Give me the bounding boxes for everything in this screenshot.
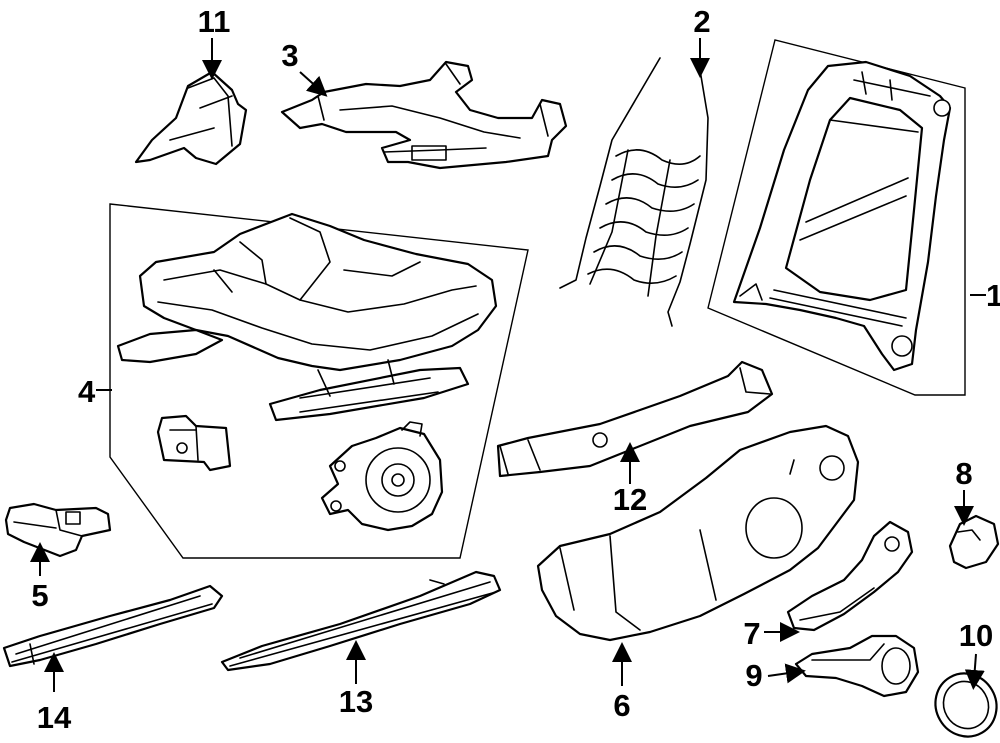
part-2-suspension-wire <box>559 57 709 327</box>
part-10-cap <box>934 672 998 738</box>
part-5-handle <box>4 502 112 558</box>
callout-7: 7 <box>743 616 760 651</box>
callout-1: 1 <box>986 278 1000 313</box>
callout-leaders <box>30 38 986 692</box>
part-6-outer-shield <box>536 424 860 642</box>
callout-6: 6 <box>613 688 630 723</box>
part-14-track-cover <box>2 584 224 668</box>
part-1-back-frame <box>732 60 952 372</box>
callout-14: 14 <box>37 700 72 735</box>
part-12-side-trim <box>496 360 774 478</box>
callout-8: 8 <box>955 456 972 491</box>
adjuster-group-outline <box>109 203 529 559</box>
part-7-recliner-handle <box>786 520 914 632</box>
part-8-knob <box>948 514 1000 570</box>
part-13-track-cover <box>220 570 502 672</box>
part-9-lever <box>794 634 920 698</box>
callout-3: 3 <box>281 38 298 73</box>
callout-11: 11 <box>198 4 231 39</box>
callout-13: 13 <box>339 684 373 719</box>
part-3-lower-panel <box>280 60 568 170</box>
callout-12: 12 <box>613 482 647 517</box>
part-4-seat-adjuster <box>116 212 498 532</box>
part-11-trim-cover <box>134 70 248 166</box>
callout-4: 4 <box>78 374 96 409</box>
back-frame-group-outline <box>707 39 966 396</box>
callout-9: 9 <box>745 658 762 693</box>
callout-2: 2 <box>693 4 710 39</box>
callout-5: 5 <box>31 578 48 613</box>
callout-10: 10 <box>959 618 993 653</box>
